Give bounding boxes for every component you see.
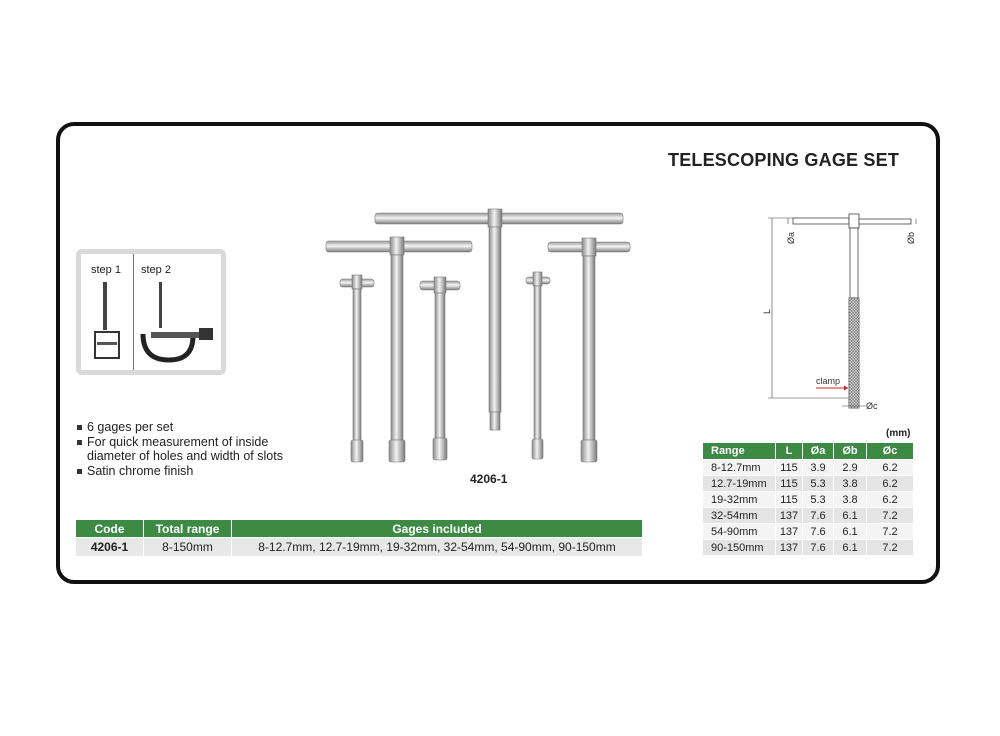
spec-cell: 7.6	[802, 539, 834, 555]
dim-c-label: Øc	[866, 401, 878, 411]
spec-cell: 8-12.7mm	[703, 459, 776, 476]
cell-code: 4206-1	[76, 537, 144, 556]
spec-col-b: Øb	[833, 443, 867, 460]
spec-col-a: Øa	[802, 443, 834, 460]
col-header-total-range: Total range	[143, 520, 232, 538]
spec-cell: 115	[775, 475, 803, 492]
steps-illustration: step 1 step 2	[76, 249, 226, 375]
table-row: 32-54mm 137 7.6 6.1 7.2	[703, 507, 914, 524]
spec-cell: 6.1	[833, 539, 867, 555]
spec-cell: 6.2	[866, 459, 914, 476]
steps-panel: step 1 step 2	[81, 254, 221, 370]
spec-cell: 115	[775, 491, 803, 508]
dim-L-label: L	[762, 309, 772, 314]
spec-cell: 137	[775, 523, 803, 540]
diagram-crossbar-right	[858, 218, 912, 225]
gage-19-32	[339, 274, 375, 463]
spec-cell: 32-54mm	[703, 507, 776, 524]
table-row: 54-90mm 137 7.6 6.1 7.2	[703, 523, 914, 540]
table-row: 4206-1 8-150mm 8-12.7mm, 12.7-19mm, 19-3…	[76, 537, 643, 556]
cell-total-range: 8-150mm	[143, 537, 232, 556]
feature-item-continued: diameter of holes and width of slots	[87, 449, 283, 463]
steps-drawing	[94, 282, 213, 363]
spec-header-row: Range L Øa Øb Øc	[703, 443, 914, 460]
clamp-label: clamp	[816, 376, 840, 386]
spec-cell: 6.1	[833, 507, 867, 524]
feature-item: Satin chrome finish	[76, 464, 283, 479]
diagram-crossbar-left	[792, 217, 850, 225]
table-row: 19-32mm 115 5.3 3.8 6.2	[703, 491, 914, 508]
spec-cell: 90-150mm	[703, 539, 776, 555]
step1-gage-handle	[103, 282, 107, 330]
micrometer-thimble	[199, 328, 213, 340]
table-row: 12.7-19mm 115 5.3 3.8 6.2	[703, 475, 914, 492]
spec-cell: 3.8	[833, 491, 867, 508]
spec-table: Range L Øa Øb Øc 8-12.7mm 115 3.9 2.9 6.…	[703, 443, 914, 555]
spec-col-range: Range	[703, 443, 776, 460]
feature-item: For quick measurement of inside	[76, 435, 283, 450]
spec-cell: 7.2	[866, 523, 914, 540]
col-header-code: Code	[76, 520, 144, 538]
dim-a-label: Øa	[786, 232, 796, 244]
feature-list: 6 gages per set For quick measurement of…	[76, 420, 283, 478]
spec-cell: 7.2	[866, 539, 914, 555]
diagram-shaft	[849, 227, 859, 299]
spec-cell: 7.2	[866, 507, 914, 524]
col-header-gages-included: Gages included	[231, 520, 643, 538]
table-row: 8-12.7mm 115 3.9 2.9 6.2	[703, 459, 914, 476]
model-label: 4206-1	[470, 472, 508, 486]
clamp-arrow	[844, 385, 848, 391]
table-row: 90-150mm 137 7.6 6.1 7.2	[703, 539, 914, 555]
spec-cell: 3.9	[802, 459, 834, 476]
spec-cell: 137	[775, 539, 803, 555]
spec-cell: 7.6	[802, 523, 834, 540]
diagram-head	[848, 213, 860, 229]
unit-label: (mm)	[886, 428, 911, 439]
cell-gages-included: 8-12.7mm, 12.7-19mm, 19-32mm, 32-54mm, 5…	[231, 537, 643, 556]
step1-gage-head	[97, 342, 117, 345]
gage-90-150	[374, 208, 624, 431]
diagram-knurl-pattern	[849, 298, 859, 408]
step2-gage-handle	[159, 282, 162, 328]
step-2-label: step 2	[141, 264, 171, 276]
table-header-row: Code Total range Gages included	[76, 520, 643, 538]
gage-8-12-7	[525, 271, 551, 460]
spec-cell: 6.2	[866, 475, 914, 492]
micrometer-frame	[140, 333, 196, 363]
spec-cell: 5.3	[802, 491, 834, 508]
spec-cell: 6.2	[866, 491, 914, 508]
steps-divider	[133, 254, 134, 370]
micrometer-spindle	[151, 332, 209, 338]
spec-cell: 12.7-19mm	[703, 475, 776, 492]
spec-col-L: L	[775, 443, 803, 460]
spec-cell: 54-90mm	[703, 523, 776, 540]
feature-item: 6 gages per set	[76, 420, 283, 435]
gage-32-54	[547, 237, 631, 463]
gage-54-90	[325, 236, 473, 463]
product-table: Code Total range Gages included 4206-1 8…	[76, 520, 643, 556]
spec-cell: 6.1	[833, 523, 867, 540]
step1-slot	[94, 331, 120, 359]
spec-cell: 5.3	[802, 475, 834, 492]
step-1-label: step 1	[91, 264, 121, 276]
gage-12-7-19	[419, 276, 461, 461]
dimension-diagram: Øa Øb L clamp Øc	[762, 213, 917, 411]
spec-col-c: Øc	[866, 443, 914, 460]
product-photo	[325, 208, 631, 463]
spec-cell: 2.9	[833, 459, 867, 476]
spec-cell: 3.8	[833, 475, 867, 492]
dim-b-label: Øb	[906, 232, 916, 244]
spec-cell: 137	[775, 507, 803, 524]
spec-cell: 19-32mm	[703, 491, 776, 508]
page-title: TELESCOPING GAGE SET	[668, 150, 900, 170]
spec-cell: 115	[775, 459, 803, 476]
spec-cell: 7.6	[802, 507, 834, 524]
